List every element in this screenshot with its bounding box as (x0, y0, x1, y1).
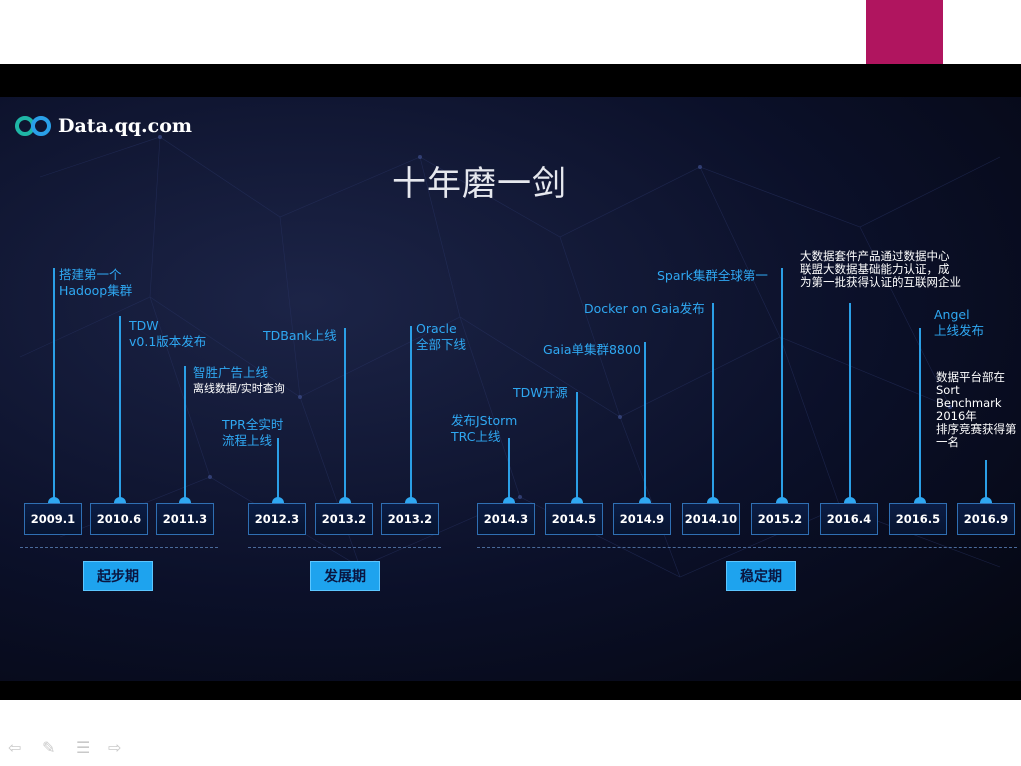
event-text: 发布JStorm (451, 413, 518, 428)
phase-badge: 发展期 (310, 561, 380, 591)
event-text: TPR全实时 (222, 417, 284, 432)
phase-divider (20, 547, 218, 548)
event-text: Docker on Gaia发布 (584, 301, 705, 316)
event-text: 搭建第一个 (59, 267, 122, 282)
event-text: 数据平台部在 (936, 370, 1005, 384)
event-text: Hadoop集群 (59, 283, 133, 298)
timeline-stem (712, 303, 714, 502)
event-label: 数据平台部在 Sort Benchmark 2016年 排序竞赛获得第 一名 (936, 371, 1017, 449)
timeline-stem (644, 342, 646, 502)
date-box: 2010.6 (90, 503, 148, 535)
event-text: Oracle (416, 321, 457, 336)
date-box: 2016.5 (889, 503, 947, 535)
event-label: Gaia单集群8800 (543, 342, 641, 358)
event-label: Angel 上线发布 (934, 307, 984, 339)
event-text: Benchmark (936, 396, 1002, 410)
event-text: v0.1版本发布 (129, 334, 207, 349)
event-label: TDW开源 (513, 385, 568, 401)
date-box: 2016.9 (957, 503, 1015, 535)
event-text: Gaia单集群8800 (543, 342, 641, 357)
timeline-stem (344, 328, 346, 502)
arrow-left-icon[interactable]: ⇦ (8, 738, 22, 757)
event-label: TDW v0.1版本发布 (129, 318, 206, 350)
date-box: 2014.10 (682, 503, 740, 535)
event-text: TRC上线 (451, 429, 501, 444)
timeline-stem (849, 303, 851, 502)
phase-badge: 稳定期 (726, 561, 796, 591)
event-text: 排序竞赛获得第 (936, 422, 1017, 436)
timeline-stem (184, 366, 186, 502)
event-text: 大数据套件产品通过数据中心 (800, 249, 950, 263)
timeline-stem (781, 268, 783, 502)
event-text: 流程上线 (222, 433, 273, 448)
event-text: TDW开源 (513, 385, 568, 400)
date-box: 2014.3 (477, 503, 535, 535)
date-box: 2012.3 (248, 503, 306, 535)
date-box: 2014.9 (613, 503, 671, 535)
event-label: Oracle 全部下线 (416, 321, 466, 353)
infinity-logo-icon (15, 116, 51, 136)
timeline-stem (508, 438, 510, 502)
magenta-tab (866, 0, 943, 64)
slide-title: 十年磨一剑 (392, 164, 567, 204)
arrow-right-icon[interactable]: ⇨ (108, 738, 122, 757)
brand-logo: Data.qq.com (14, 113, 192, 139)
timeline-stem (53, 268, 55, 502)
event-text: 智胜广告上线 (193, 365, 269, 380)
event-text: 2016年 (936, 409, 977, 423)
date-box: 2011.3 (156, 503, 214, 535)
timeline-stem (277, 438, 279, 502)
date-box: 2009.1 (24, 503, 82, 535)
phase-badge: 起步期 (83, 561, 153, 591)
pen-icon[interactable]: ✎ (42, 738, 56, 757)
event-text: TDW (129, 318, 159, 333)
event-label: 搭建第一个 Hadoop集群 (59, 267, 132, 299)
event-label: 发布JStorm TRC上线 (451, 413, 517, 445)
event-text: TDBank上线 (263, 328, 337, 343)
date-box: 2014.5 (545, 503, 603, 535)
timeline-stem (119, 316, 121, 502)
event-text: 全部下线 (416, 337, 467, 352)
event-label: 大数据套件产品通过数据中心 联盟大数据基础能力认证，成 为第一批获得认证的互联网… (800, 250, 961, 289)
event-text: 为第一批获得认证的互联网企业 (800, 275, 961, 289)
event-label: 智胜广告上线 离线数据/实时查询 (193, 365, 285, 397)
timeline-stem (576, 392, 578, 502)
event-text: 一名 (936, 435, 959, 449)
timeline-stem (919, 328, 921, 502)
event-text: 联盟大数据基础能力认证，成 (800, 262, 950, 276)
date-box: 2015.2 (751, 503, 809, 535)
event-text: 上线发布 (934, 323, 985, 338)
network-background (19, 135, 1001, 578)
timeline-stem (985, 460, 987, 502)
date-box: 2013.2 (381, 503, 439, 535)
event-label: Spark集群全球第一 (657, 268, 768, 284)
logo-text: Data.qq.com (58, 115, 193, 137)
top-strip (0, 0, 1021, 64)
phase-divider (477, 547, 1017, 548)
event-label: Docker on Gaia发布 (584, 301, 705, 317)
event-text: Spark集群全球第一 (657, 268, 768, 283)
event-text: Sort (936, 383, 960, 397)
event-text: Angel (934, 307, 970, 322)
date-box: 2013.2 (315, 503, 373, 535)
event-label: TPR全实时 流程上线 (222, 417, 283, 449)
event-label: TDBank上线 (263, 328, 337, 344)
event-subtext: 离线数据/实时查询 (193, 382, 285, 395)
menu-icon[interactable]: ☰ (76, 738, 91, 757)
phase-divider (248, 547, 441, 548)
timeline-stem (410, 326, 412, 502)
date-box: 2016.4 (820, 503, 878, 535)
